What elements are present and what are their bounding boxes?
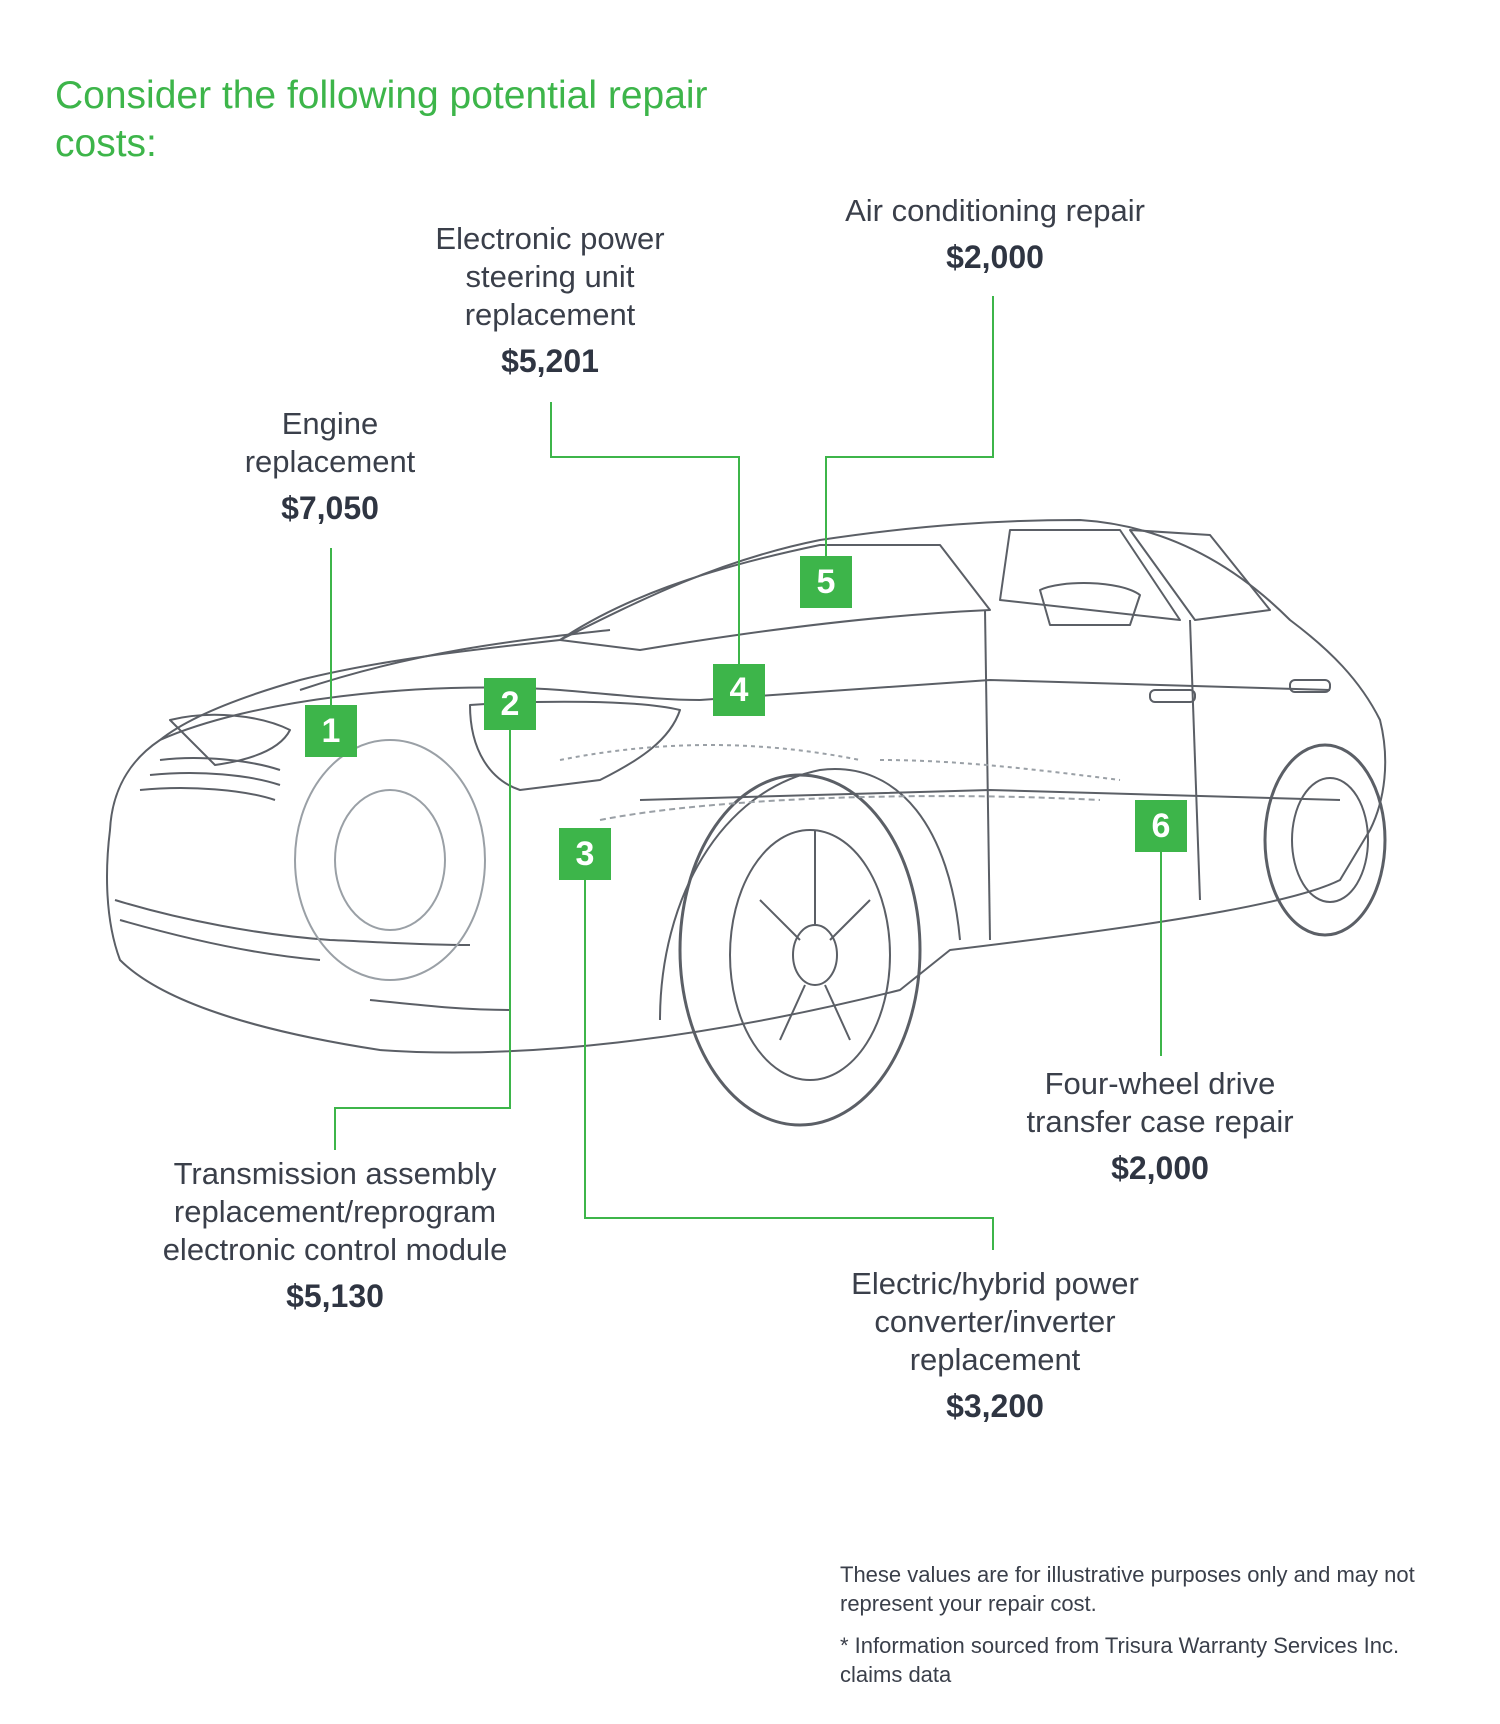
callout-price: $2,000 (946, 239, 1044, 275)
callout-price: $3,200 (946, 1388, 1044, 1424)
disclaimer-note: These values are for illustrative purpos… (840, 1562, 1415, 1616)
callout-power-steering: Electronic power steering unit replaceme… (415, 220, 685, 380)
badge-4: 4 (713, 664, 765, 716)
callout-label: Engine replacement (244, 406, 416, 479)
badge-6: 6 (1135, 800, 1187, 852)
callout-line-5 (825, 296, 994, 556)
callout-line-4 (550, 402, 740, 664)
callout-label: Four-wheel drive transfer case repair (1026, 1066, 1294, 1139)
callout-price: $2,000 (1111, 1150, 1209, 1186)
callout-price: $5,130 (286, 1278, 384, 1314)
badge-2: 2 (484, 678, 536, 730)
callout-engine: Engine replacement $7,050 (220, 405, 440, 527)
callout-lines (330, 296, 1162, 1250)
callout-transmission: Transmission assembly replacement/reprog… (150, 1155, 520, 1315)
callout-label: Electric/hybrid power converter/inverter… (851, 1266, 1139, 1377)
callout-price: $7,050 (281, 490, 379, 526)
callout-transfer-case: Four-wheel drive transfer case repair $2… (1000, 1065, 1320, 1187)
badge-3: 3 (559, 828, 611, 880)
badge-1: 1 (305, 705, 357, 757)
page-title: Consider the following potential repair … (55, 74, 708, 165)
car-body (106, 519, 1387, 1127)
callout-label: Electronic power steering unit replaceme… (435, 221, 665, 332)
callout-label: Transmission assembly replacement/reprog… (162, 1156, 508, 1267)
callout-line-3 (584, 880, 994, 1250)
callout-price: $5,201 (501, 343, 599, 379)
callout-power-converter: Electric/hybrid power converter/inverter… (835, 1265, 1155, 1425)
callout-line-2 (334, 730, 511, 1150)
badge-5: 5 (800, 556, 852, 608)
source-note: * Information sourced from Trisura Warra… (840, 1633, 1400, 1687)
callout-air-conditioning: Air conditioning repair $2,000 (820, 192, 1170, 276)
callout-label: Air conditioning repair (845, 193, 1145, 228)
